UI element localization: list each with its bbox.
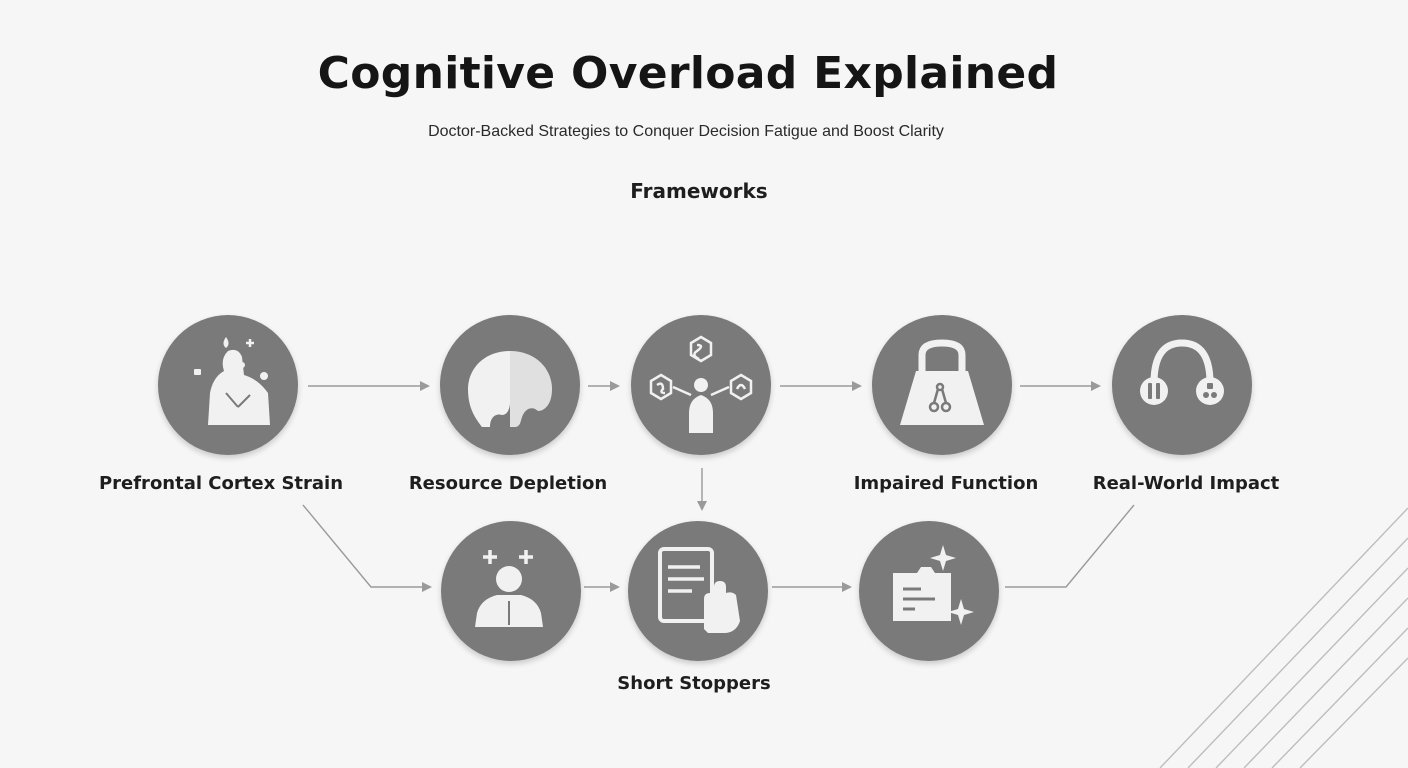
arrow-strain-to-confused: [302, 504, 432, 592]
node-label-short-stoppers: Short Stoppers: [617, 673, 771, 694]
node-impaired-function: [872, 315, 1012, 455]
node-label-real-world-impact: Real-World Impact: [1092, 473, 1280, 494]
node-short-stoppers: [628, 521, 768, 661]
choices-person-icon: [649, 335, 753, 433]
stressed-head-icon: [194, 337, 270, 425]
node-confused-person: [441, 521, 581, 661]
decorative-stripes: [1159, 507, 1408, 768]
node-choices: [631, 315, 771, 455]
node-label-prefrontal-cortex-strain: Prefrontal Cortex Strain: [98, 473, 344, 494]
confused-person-icon: [475, 550, 543, 627]
headphones-icon: [1140, 339, 1224, 405]
document-hand-icon: [658, 547, 740, 633]
node-label-impaired-function: Impaired Function: [853, 473, 1039, 494]
node-real-world-impact: [1112, 315, 1252, 455]
line-folder-to-impact: [1005, 504, 1135, 588]
folder-sparkle-icon: [893, 545, 974, 625]
node-prefrontal-cortex-strain: [158, 315, 298, 455]
node-folder-sparkle: [859, 521, 999, 661]
node-resource-depletion: [440, 315, 580, 455]
page-title: Cognitive Overload Explained: [317, 48, 1059, 99]
depleted-head-icon: [468, 351, 552, 427]
node-label-resource-depletion: Resource Depletion: [408, 473, 608, 494]
locked-bag-icon: [900, 339, 984, 425]
page-subtitle: Doctor-Backed Strategies to Conquer Deci…: [428, 123, 944, 140]
section-label: Frameworks: [630, 179, 768, 203]
